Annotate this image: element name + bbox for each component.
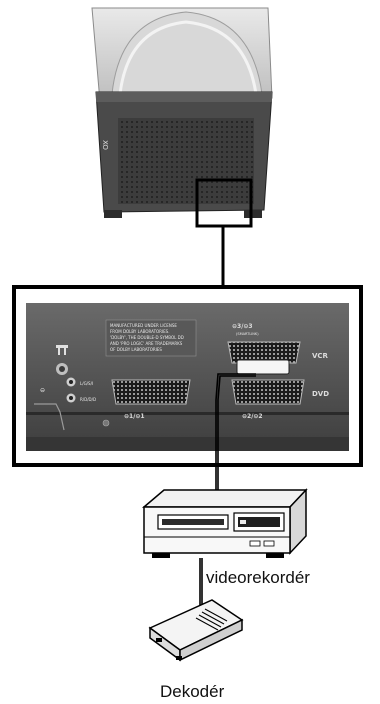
audio-jack-l [67,378,76,387]
scart-3-label: ⊖3/⊝3 [232,323,253,330]
vcr-socket-label: VCR [312,352,329,360]
decoder-foot-left [156,638,162,642]
license-line-3: 'DOLBY', THE DOUBLE-D SYMBOL DD [110,335,184,340]
panel-screw [103,420,109,426]
tv-rear-view: XO [92,8,272,226]
enlarged-connector-panel: MANUFACTURED UNDER LICENSE FROM DOLBY LA… [14,287,361,465]
audio-r-label: R/D/D/D [80,397,96,402]
vcr-device [144,490,306,558]
antenna-socket [56,363,68,375]
tv-foot-left [104,210,122,218]
tv-side-marking: XO [101,140,109,150]
audio-input-icon: ⊖ [40,387,45,394]
smartlink-label: (SMARTLINK) [236,332,259,336]
license-line-2: FROM DOLBY LABORATORIES. [110,329,169,334]
scart-plug [237,360,289,374]
decoder-foot-right [176,656,182,660]
vcr-foot-left [152,553,170,558]
scart-1-label: ⊖1/⊝1 [124,413,145,420]
license-line-4: AND 'PRO LOGIC' ARE TRADEMARKS [110,341,183,346]
dvd-socket-label: DVD [312,390,329,398]
audio-l-label: L/G/S/I [80,381,93,386]
scart-2-socket [232,380,304,404]
decoder-caption: Dekodér [160,682,224,702]
vcr-foot-right [266,553,284,558]
tv-foot-right [244,210,262,218]
decoder-device [150,600,242,660]
vcr-button-2 [264,541,274,546]
audio-jack-r [67,394,76,403]
scart-1-socket [112,380,190,404]
vcr-caption: videorekordér [206,568,310,588]
vcr-top [144,490,306,507]
scart-2-label: ⊖2/⊝2 [242,413,263,420]
license-line-1: MANUFACTURED UNDER LICENSE [110,323,177,328]
license-line-5: OF DOLBY LABORATORIES [110,347,162,352]
vcr-button-1 [250,541,260,546]
tv-vent-grille [118,118,254,204]
